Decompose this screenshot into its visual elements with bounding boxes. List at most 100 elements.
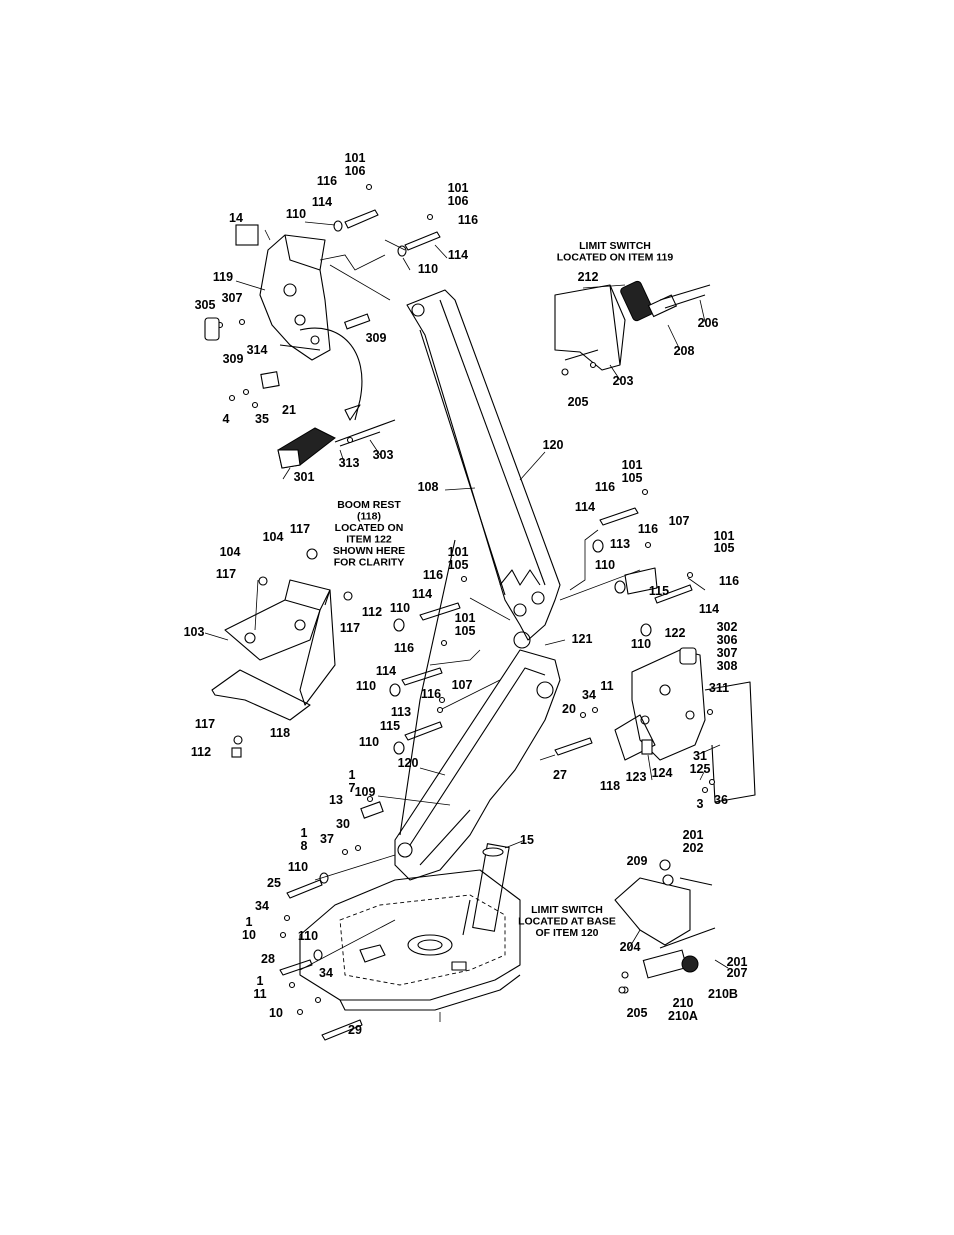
part-label: 29 bbox=[348, 1023, 362, 1037]
part-label: 4 bbox=[223, 412, 230, 426]
part-label: 110 bbox=[288, 860, 308, 874]
part-label: 201 bbox=[727, 955, 748, 969]
part-label: 201 bbox=[683, 828, 704, 842]
note-line: LOCATED ON ITEM 119 bbox=[557, 252, 674, 264]
part-label: 101 bbox=[622, 458, 643, 472]
part-label: 31 bbox=[693, 749, 707, 763]
part-label: 3 bbox=[697, 797, 704, 811]
part-label: 302 bbox=[717, 620, 738, 634]
part-label: 204 bbox=[620, 940, 641, 954]
part-label: 209 bbox=[627, 854, 648, 868]
part-label: 116 bbox=[317, 174, 337, 188]
limit-switch-bracket-204 bbox=[614, 874, 716, 994]
note-line: LOCATED AT BASE bbox=[518, 916, 616, 928]
part-label: 14 bbox=[229, 211, 243, 225]
part-label: 106 bbox=[448, 194, 469, 208]
part-label: 114 bbox=[376, 664, 396, 678]
part-label: 118 bbox=[270, 726, 290, 740]
bracket-119 bbox=[235, 224, 371, 421]
part-label: 124 bbox=[652, 766, 673, 780]
part-label: 110 bbox=[298, 929, 318, 943]
part-label: 112 bbox=[362, 605, 382, 619]
part-label: 307 bbox=[717, 646, 738, 660]
part-label: 205 bbox=[568, 395, 589, 409]
part-label: 11 bbox=[600, 679, 613, 693]
part-label: 114 bbox=[699, 602, 719, 616]
part-label: 13 bbox=[329, 793, 343, 807]
part-label: 202 bbox=[683, 841, 704, 855]
part-label: 115 bbox=[380, 719, 400, 733]
part-label: 121 bbox=[572, 632, 593, 646]
part-label: 207 bbox=[727, 966, 748, 980]
part-label: 110 bbox=[631, 637, 651, 651]
part-label: 34 bbox=[319, 966, 333, 980]
part-label: 107 bbox=[452, 678, 473, 692]
part-label: 301 bbox=[294, 470, 315, 484]
part-label: 110 bbox=[418, 262, 438, 276]
part-label: 105 bbox=[714, 541, 735, 555]
note-line: LIMIT SWITCH bbox=[531, 904, 603, 916]
part-label: 117 bbox=[290, 522, 310, 536]
part-label: 34 bbox=[255, 899, 269, 913]
part-label: 112 bbox=[191, 745, 211, 759]
part-label: 10 bbox=[242, 928, 256, 942]
part-label: 125 bbox=[690, 762, 711, 776]
part-label: 114 bbox=[412, 587, 432, 601]
part-label: 30 bbox=[336, 817, 350, 831]
part-label: 27 bbox=[553, 768, 567, 782]
part-label: 25 bbox=[267, 876, 281, 890]
note-line: ITEM 122 bbox=[346, 534, 392, 546]
part-label: 110 bbox=[595, 558, 615, 572]
part-label: 101 bbox=[448, 181, 469, 195]
part-label: 110 bbox=[390, 601, 410, 615]
part-label: 109 bbox=[355, 785, 376, 799]
part-label: 8 bbox=[301, 839, 308, 853]
note-line: LIMIT SWITCH bbox=[579, 240, 651, 252]
part-label: 107 bbox=[669, 514, 690, 528]
plate-122 bbox=[614, 647, 756, 803]
part-label: 35 bbox=[255, 412, 269, 426]
part-label: 105 bbox=[448, 558, 469, 572]
part-label: 34 bbox=[582, 688, 596, 702]
part-label: 1 bbox=[257, 974, 264, 988]
part-label: 118 bbox=[600, 779, 620, 793]
part-label: 1 bbox=[301, 826, 308, 840]
part-label: 117 bbox=[340, 621, 360, 635]
part-label: 123 bbox=[626, 770, 647, 784]
part-label: 101 bbox=[455, 611, 476, 625]
part-label: 1 bbox=[349, 768, 356, 782]
part-label: 103 bbox=[184, 625, 205, 639]
part-label: 122 bbox=[665, 626, 686, 640]
part-label: 101 bbox=[448, 545, 469, 559]
part-label: 313 bbox=[339, 456, 360, 470]
note-line: BOOM REST bbox=[337, 499, 401, 511]
part-label: 116 bbox=[638, 522, 658, 536]
part-label: 104 bbox=[220, 545, 241, 559]
part-label: 116 bbox=[458, 213, 478, 227]
part-label: 105 bbox=[455, 624, 476, 638]
part-label: 106 bbox=[345, 164, 366, 178]
part-label: 303 bbox=[373, 448, 394, 462]
part-label: 114 bbox=[575, 500, 595, 514]
part-label: 307 bbox=[222, 291, 243, 305]
pins bbox=[279, 209, 693, 1041]
base-frame bbox=[299, 869, 521, 1022]
note-line: (118) bbox=[357, 511, 381, 523]
part-label: 206 bbox=[698, 316, 719, 330]
part-label: 120 bbox=[398, 756, 419, 770]
lower-boom bbox=[394, 649, 561, 936]
part-label: 113 bbox=[610, 537, 630, 551]
part-label: 119 bbox=[213, 270, 233, 284]
note-line: FOR CLARITY bbox=[334, 557, 405, 569]
part-label: 210 bbox=[673, 996, 694, 1010]
part-label: 37 bbox=[320, 832, 334, 846]
part-label: 311 bbox=[709, 681, 729, 695]
part-label: 203 bbox=[613, 374, 634, 388]
part-label: 116 bbox=[719, 574, 739, 588]
part-label: 205 bbox=[627, 1006, 648, 1020]
